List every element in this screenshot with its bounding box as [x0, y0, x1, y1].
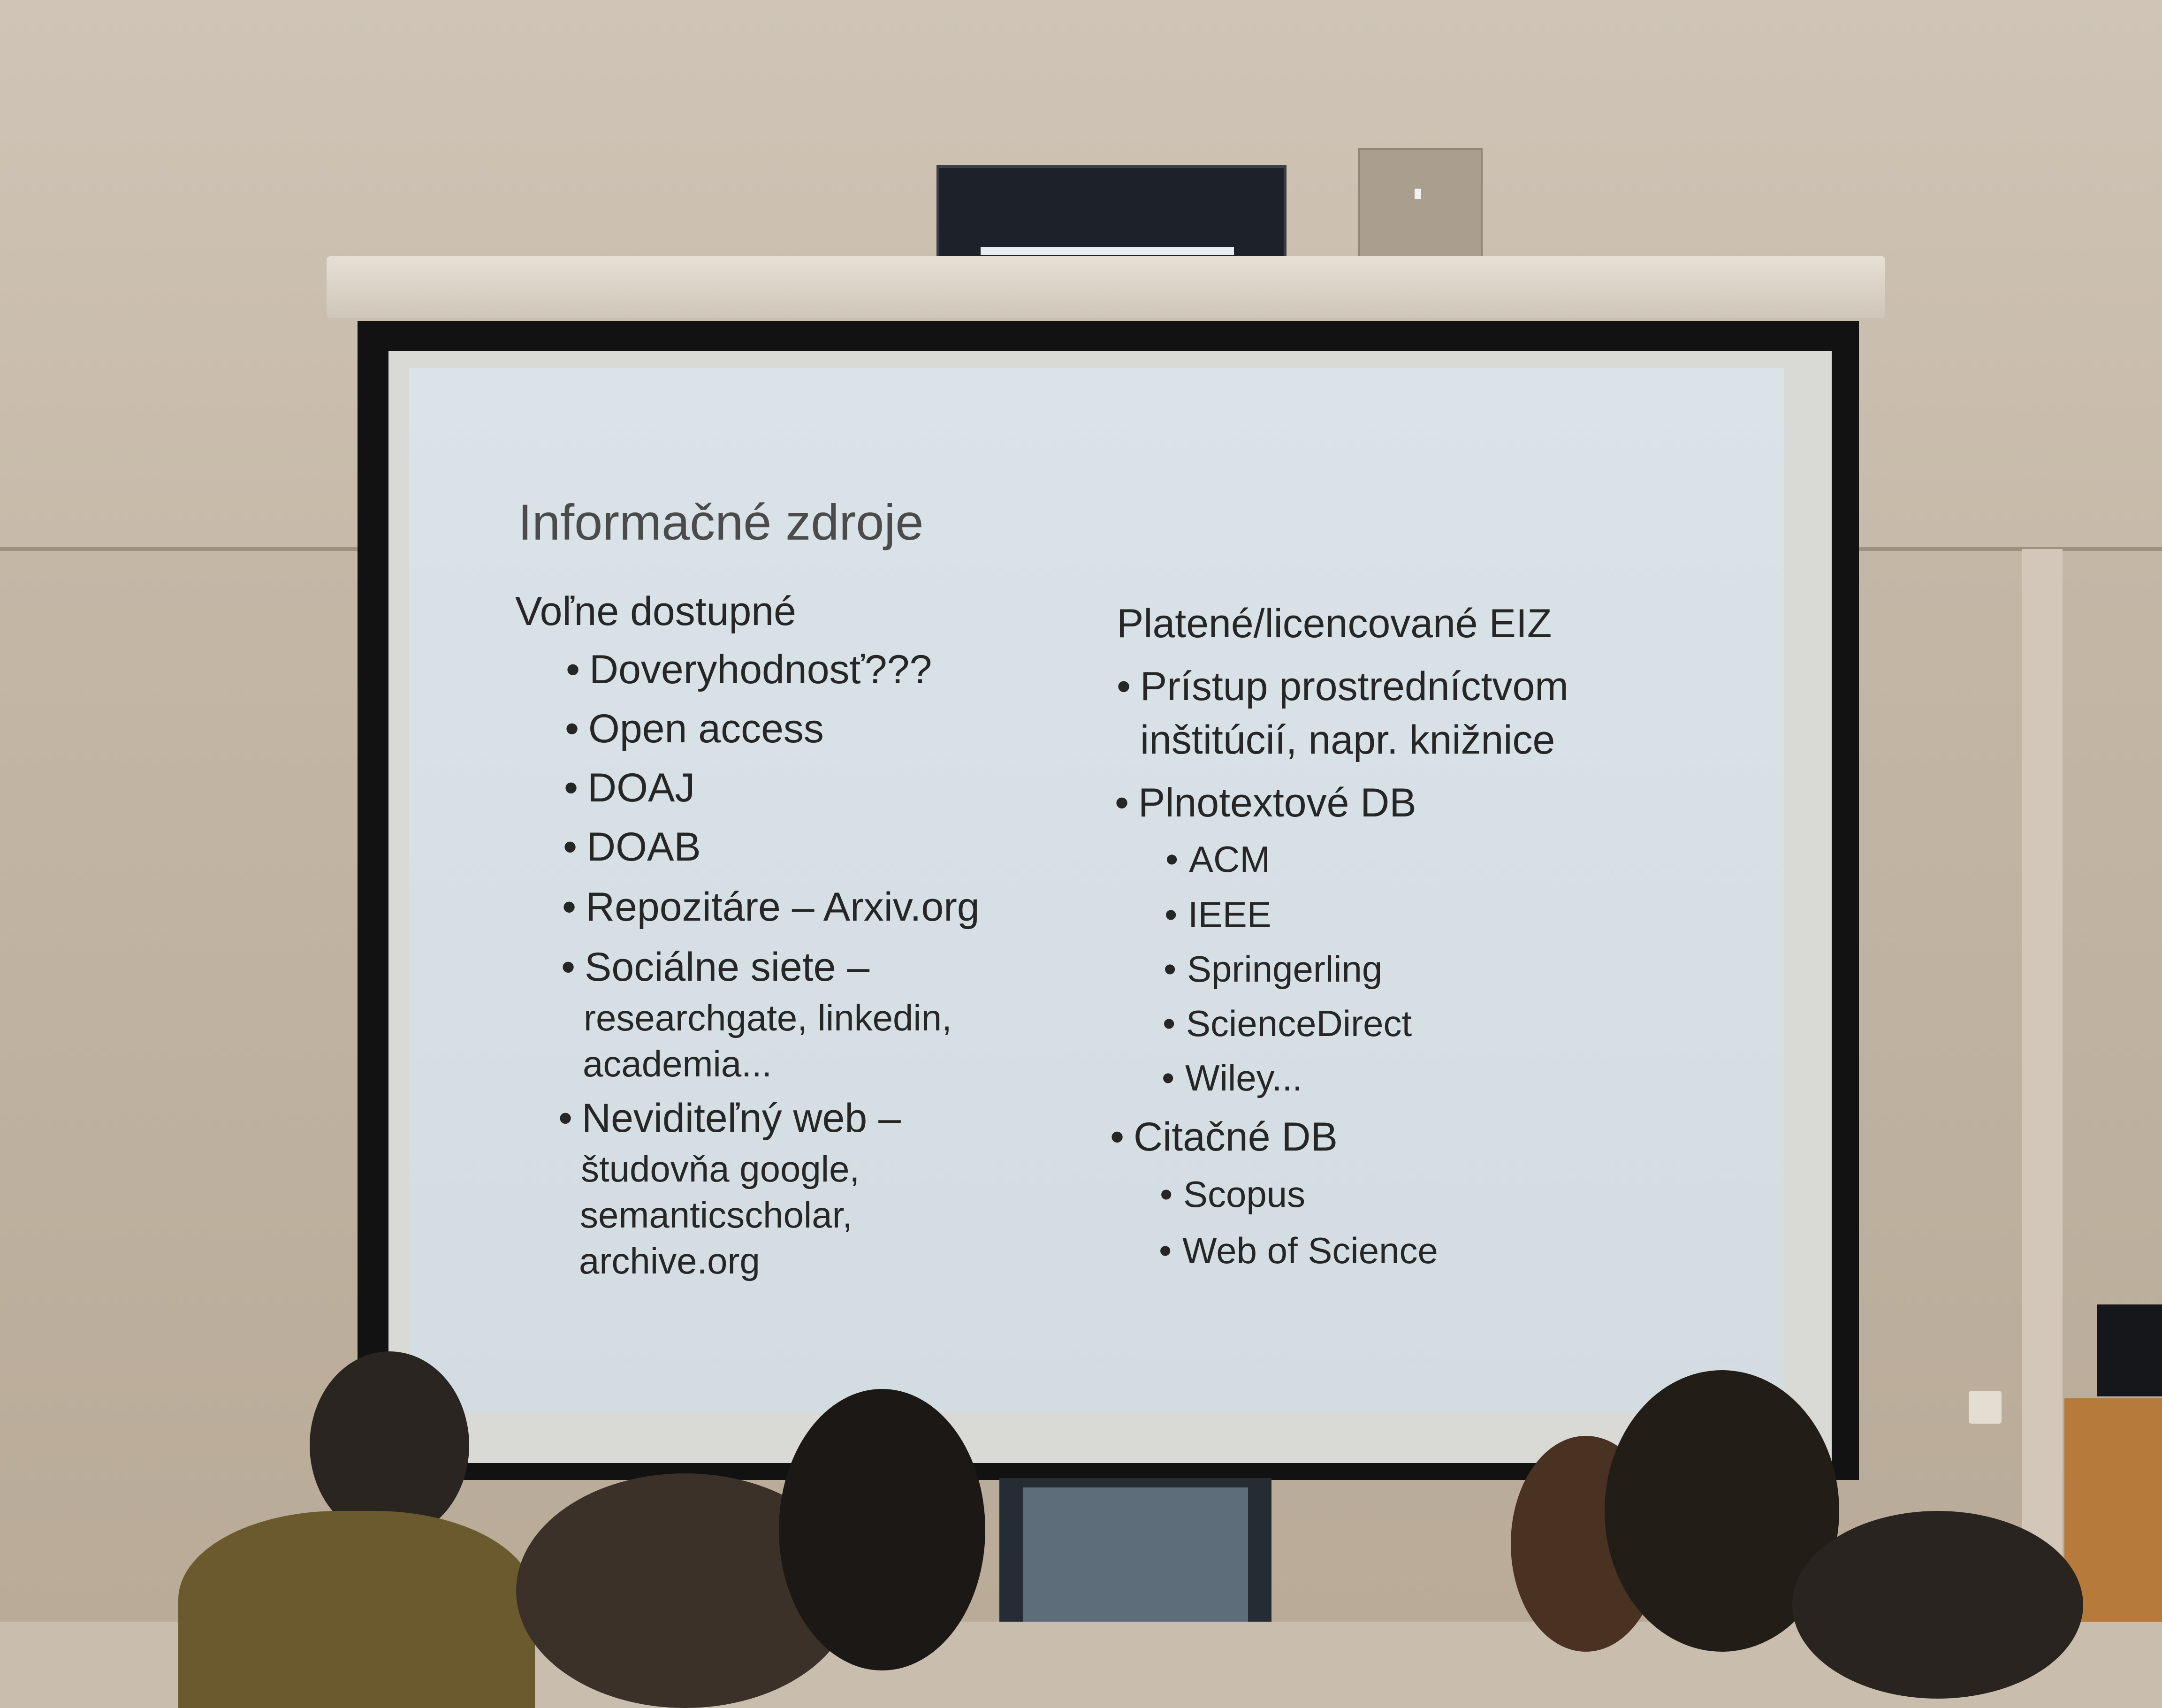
- audience-head: [1792, 1511, 2083, 1699]
- list-item-continuation: archive.org: [579, 1240, 760, 1281]
- list-item: •Neviditeľný web –: [558, 1096, 901, 1141]
- presentation-slide: [409, 368, 1784, 1411]
- wall-socket: [1969, 1391, 2002, 1424]
- list-item: •Open access: [565, 706, 824, 751]
- list-item: •Repozitáre – Arxiv.org: [562, 884, 980, 930]
- list-item-continuation: študovňa google,: [581, 1148, 860, 1190]
- list-item: •Citačné DB: [1110, 1114, 1338, 1159]
- right-column-heading: Platené/licencované EIZ: [1117, 601, 1552, 646]
- wall-sensor-box: [1358, 148, 1483, 258]
- left-column-heading: Voľne dostupné: [515, 589, 796, 634]
- list-item: •Prístup prostredníctvom: [1117, 664, 1568, 709]
- list-item-continuation: researchgate, linkedin,: [584, 997, 952, 1038]
- list-item-continuation: inštitúcií, napr. knižnice: [1140, 717, 1555, 762]
- side-monitor: [2097, 1304, 2162, 1396]
- sub-list-item: •Scopus: [1160, 1174, 1306, 1215]
- sub-list-item: •ACM: [1165, 839, 1271, 880]
- vent-light-strip: [981, 247, 1234, 255]
- wooden-podium: [2064, 1398, 2162, 1622]
- sub-list-item: •Springerling: [1164, 948, 1383, 990]
- audience-shoulders: [178, 1511, 535, 1708]
- screen-stand-panel: [1023, 1487, 1248, 1622]
- list-item: •Doveryhodnosť???: [566, 647, 932, 692]
- audience-head: [310, 1351, 469, 1539]
- wall-pillar: [2022, 549, 2063, 1622]
- projector-screen-housing: [327, 256, 1885, 318]
- list-item: •DOAB: [563, 824, 701, 869]
- list-item-continuation: academia...: [583, 1043, 772, 1084]
- list-item: •Plnotextové DB: [1115, 780, 1416, 825]
- sub-list-item: •Web of Science: [1159, 1230, 1438, 1271]
- list-item: •Sociálne siete –: [561, 945, 870, 990]
- audience-head: [779, 1389, 985, 1670]
- sub-list-item: •IEEE: [1165, 894, 1271, 935]
- sub-list-item: •ScienceDirect: [1163, 1003, 1412, 1044]
- sensor-indicator: [1415, 189, 1421, 199]
- list-item: •DOAJ: [564, 765, 695, 810]
- list-item-continuation: semanticscholar,: [580, 1194, 853, 1235]
- sub-list-item: •Wiley...: [1162, 1057, 1302, 1098]
- slide-title: Informačné zdroje: [518, 494, 924, 550]
